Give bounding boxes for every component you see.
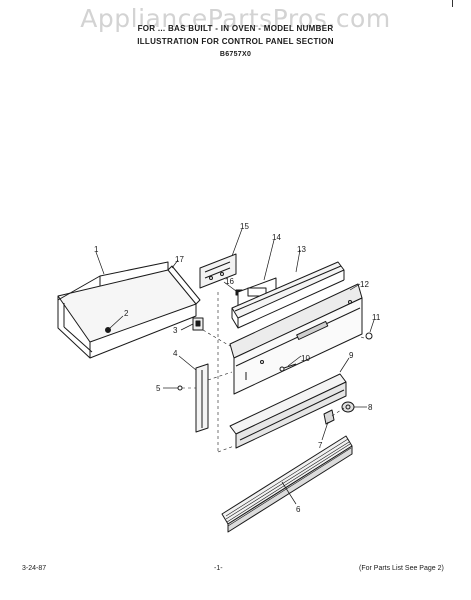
callout-17: 17 — [175, 255, 184, 264]
part-1-tray — [57, 261, 197, 359]
callout-2: 2 — [124, 309, 129, 318]
callout-9: 9 — [349, 351, 354, 360]
part-13-trim — [231, 261, 345, 329]
callout-1: 1 — [94, 245, 99, 254]
part-5-screw — [177, 385, 183, 391]
part-17-plate — [167, 265, 201, 305]
callout-12: 12 — [360, 280, 369, 289]
part-code: B6757X0 — [219, 51, 252, 58]
footer-page-number: -1- — [214, 565, 223, 572]
part-4-bracket — [195, 363, 209, 433]
footer-date: 3-24-87 — [22, 565, 47, 572]
part-8-knob — [341, 401, 355, 413]
callout-6: 6 — [296, 505, 301, 514]
part-15-board — [199, 253, 237, 289]
title-model-line: FOR ... BAS BUILT - IN OVEN - MODEL NUMB… — [137, 24, 334, 33]
callout-11: 11 — [372, 313, 381, 322]
callout-10: 10 — [301, 354, 310, 363]
footer-parts-list-note: (For Parts List See Page 2) — [359, 565, 444, 572]
callout-14: 14 — [272, 233, 281, 242]
part-9-lower-trim — [229, 373, 347, 449]
callout-4: 4 — [173, 349, 178, 358]
part-11-nut — [365, 332, 373, 340]
title-illustration-line: ILLUSTRATION FOR CONTROL PANEL SECTION — [137, 37, 334, 46]
leader-lines — [95, 228, 375, 505]
edge-mark — [452, 0, 453, 7]
callout-numbers: 1 2 3 4 5 6 7 8 9 10 11 12 13 14 15 16 1… — [94, 222, 381, 514]
part-10-screw — [279, 363, 297, 372]
part-3-clip — [192, 317, 204, 331]
callout-15: 15 — [240, 222, 249, 231]
part-7-knob — [323, 409, 335, 425]
callout-13: 13 — [297, 245, 306, 254]
part-12-control-panel — [229, 283, 363, 395]
callout-3: 3 — [173, 326, 178, 335]
callout-7: 7 — [318, 441, 323, 450]
callout-5: 5 — [156, 384, 161, 393]
callout-16: 16 — [225, 277, 234, 286]
part-6-vent — [221, 435, 353, 533]
callout-8: 8 — [368, 403, 373, 412]
assembly-dashed-lines — [182, 292, 365, 453]
watermark: AppliancePartsPros.com — [80, 4, 391, 33]
